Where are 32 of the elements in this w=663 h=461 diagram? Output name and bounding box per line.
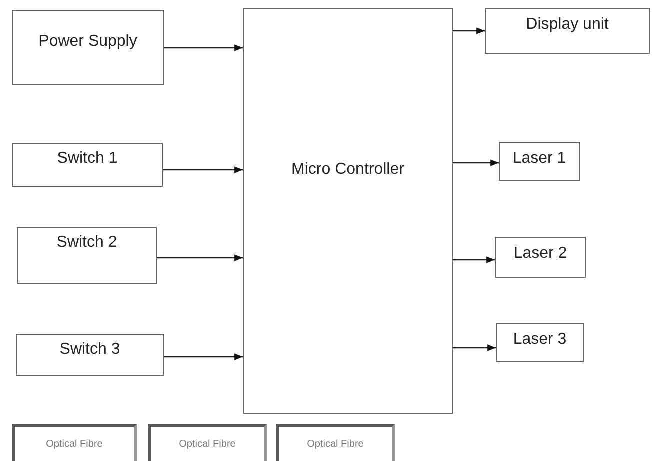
node-label: Laser 1 — [512, 150, 566, 169]
power-supply-box — [12, 10, 164, 85]
display-box — [485, 8, 650, 54]
microcontroller-box — [243, 8, 453, 414]
optical-fibre-box — [12, 424, 137, 461]
arrow — [157, 254, 243, 262]
node-label: Display unit — [526, 16, 609, 35]
node-label: Laser 3 — [513, 331, 567, 350]
laser-box — [496, 323, 584, 362]
optical-fibre-box — [276, 424, 395, 461]
node-label: Laser 2 — [514, 245, 568, 264]
node-label: Micro Controller — [292, 161, 404, 180]
switch-box — [16, 334, 164, 376]
switch-box — [12, 143, 163, 187]
node-label: Optical Fibre — [307, 438, 364, 450]
node-label: Switch 1 — [57, 150, 118, 169]
node-label: Optical Fibre — [46, 438, 103, 450]
node-label: Switch 2 — [56, 234, 118, 253]
laser-box — [499, 142, 580, 181]
arrow — [164, 44, 243, 52]
laser-box — [495, 237, 586, 278]
node-label: Switch 3 — [60, 341, 120, 360]
optical-fibre-box — [148, 424, 267, 461]
arrow — [453, 28, 485, 34]
node-label: Optical Fibre — [179, 438, 236, 450]
arrow — [453, 160, 499, 166]
arrow — [453, 256, 495, 264]
switch-box — [17, 227, 157, 284]
arrow — [163, 166, 243, 174]
arrow — [453, 344, 496, 352]
arrow — [164, 354, 243, 360]
node-label: Power Supply — [38, 33, 138, 52]
